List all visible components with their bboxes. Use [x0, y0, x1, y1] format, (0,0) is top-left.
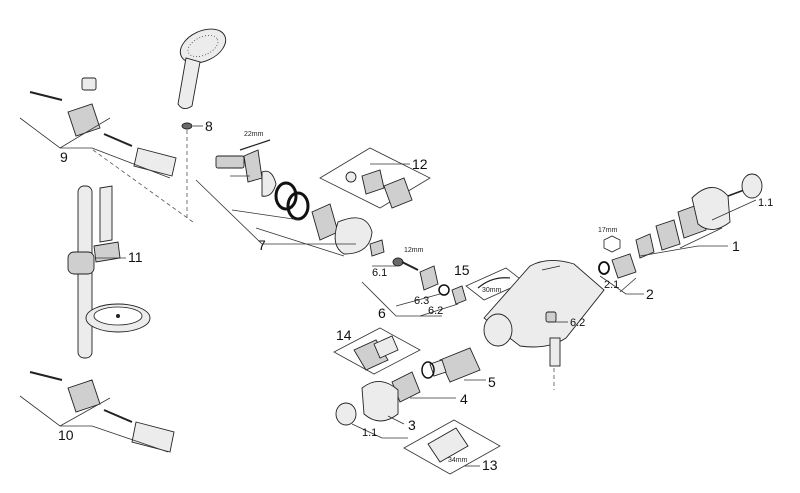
wall-bracket-9 — [29, 77, 177, 177]
label-6-2b: 6.2 — [570, 317, 585, 329]
washer-8 — [181, 122, 193, 130]
handle-set-1 — [635, 173, 763, 259]
label-2: 2 — [646, 286, 654, 302]
label-13: 13 — [482, 457, 498, 473]
label-5: 5 — [488, 374, 496, 390]
label-14: 14 — [336, 327, 352, 343]
hand-shower — [177, 28, 227, 109]
label-6-1: 6.1 — [372, 267, 387, 279]
connection-set-7 — [215, 139, 373, 255]
label-1-1: 1.1 — [758, 197, 773, 209]
label-1: 1 — [732, 238, 740, 254]
cartridge-5 — [429, 347, 481, 383]
label-11: 11 — [128, 249, 143, 265]
cartridge-14 — [333, 327, 421, 375]
label-3: 3 — [408, 417, 416, 433]
wall-bracket-10 — [29, 371, 175, 453]
nut-4 — [391, 361, 435, 403]
dim-12mm: 12mm — [404, 247, 424, 254]
label-6-3: 6.3 — [414, 295, 429, 307]
parts-box-12 — [319, 147, 431, 209]
label-9: 9 — [60, 149, 68, 165]
sleeve-13 — [403, 419, 501, 475]
check-valve-set-6 — [369, 239, 467, 305]
shower-rail-11 — [67, 185, 151, 359]
label-12: 12 — [412, 156, 428, 172]
dim-30mm: 30mm — [482, 287, 502, 294]
dim-34mm: 34mm — [448, 457, 468, 464]
label-8: 8 — [205, 118, 213, 134]
label-6-2: 6.2 — [428, 305, 443, 317]
label-3-1: 1.1 — [362, 427, 377, 439]
label-4: 4 — [460, 391, 468, 407]
dim-17mm: 17mm — [598, 227, 618, 234]
label-15: 15 — [454, 262, 470, 278]
label-2-1: 2.1 — [604, 279, 619, 291]
label-10: 10 — [58, 427, 74, 443]
dim-22mm: 22mm — [244, 131, 264, 138]
label-7: 7 — [258, 237, 266, 253]
label-6: 6 — [378, 305, 386, 321]
thermostat-body — [483, 260, 605, 367]
handle-3 — [335, 381, 399, 426]
inlet-2 — [598, 235, 637, 279]
